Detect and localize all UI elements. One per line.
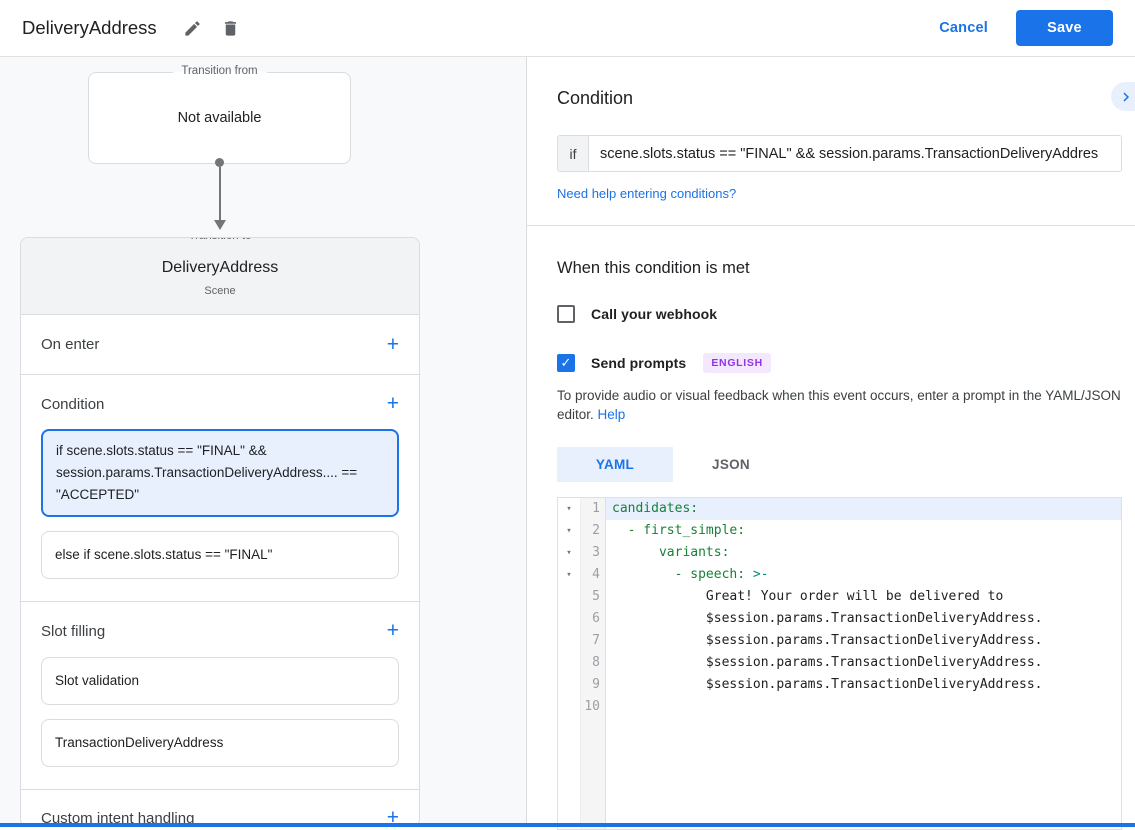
line-number: 2 [580, 520, 606, 542]
condition-section: Condition + if scene.slots.status == "FI… [21, 375, 419, 602]
code-text[interactable]: variants: [612, 545, 730, 560]
scene-name: DeliveryAddress [161, 259, 279, 276]
prompts-description: To provide audio or visual feedback when… [557, 388, 1121, 422]
bottom-scrollbar[interactable] [0, 823, 1135, 827]
code-line: 5 Great! Your order will be delivered to [558, 586, 1121, 608]
trash-icon [225, 20, 237, 36]
flow-connector-arrow [213, 158, 226, 230]
code-line: 6 $session.params.TransactionDeliveryAdd… [558, 608, 1121, 630]
transition-to-label: Transition to [179, 238, 261, 242]
custom-intent-row: Custom intent handling + [21, 790, 419, 827]
custom-intent-label: Custom intent handling [41, 809, 195, 827]
code-line: 8 $session.params.TransactionDeliveryAdd… [558, 652, 1121, 674]
code-text[interactable]: $session.params.TransactionDeliveryAddre… [612, 655, 1043, 670]
slot-card[interactable]: TransactionDeliveryAddress [41, 719, 399, 767]
transition-to-card: Transition to DeliveryAddress Scene On e… [20, 237, 420, 827]
language-badge: ENGLISH [703, 353, 771, 373]
code-line: ▾ 4 - speech: >- [558, 564, 1121, 586]
line-number: 5 [580, 586, 606, 608]
when-met-heading: When this condition is met [557, 259, 750, 277]
fold-arrow-icon[interactable]: ▾ [566, 570, 572, 580]
help-link[interactable]: Help [597, 407, 626, 422]
editor-tabs: YAML JSON [557, 447, 1122, 482]
if-prefix-label: if [558, 136, 589, 171]
condition-expression-input[interactable] [589, 136, 1121, 171]
save-button[interactable]: Save [1016, 10, 1113, 46]
line-number: 3 [580, 542, 606, 564]
code-line: 10 [558, 696, 1121, 718]
tab-json[interactable]: JSON [712, 457, 750, 472]
condition-expression-row: if [557, 135, 1122, 172]
slot-filling-section: Slot filling + Slot validation Transacti… [21, 602, 419, 790]
line-number: 10 [580, 696, 606, 718]
send-prompts-checkbox[interactable]: ✓ [557, 354, 575, 372]
code-text[interactable]: - first_simple: [612, 523, 746, 538]
line-number: 9 [580, 674, 606, 696]
add-condition-button[interactable]: + [386, 392, 399, 415]
condition-panel-title: Condition [557, 88, 634, 108]
header: DeliveryAddress Cancel Save [0, 0, 1135, 57]
editor-empty-area[interactable] [558, 718, 1121, 829]
code-text[interactable]: candidates: [606, 498, 1121, 520]
scene-card-header: DeliveryAddress Scene [21, 238, 419, 315]
connector-line [218, 167, 221, 220]
transition-from-box: Transition from Not available [88, 65, 351, 164]
code-line: ▾ 1 candidates: [558, 498, 1121, 520]
delete-scene-button[interactable] [215, 12, 247, 44]
fold-arrow-icon[interactable]: ▾ [566, 548, 572, 558]
connector-arrowhead-icon [213, 220, 226, 230]
webhook-checkbox[interactable] [557, 305, 575, 323]
condition-help-link[interactable]: Need help entering conditions? [557, 186, 737, 201]
webhook-checkbox-row[interactable]: Call your webhook [557, 305, 1122, 323]
code-line: ▾ 3 variants: [558, 542, 1121, 564]
line-number: 8 [580, 652, 606, 674]
edit-scene-button[interactable] [177, 12, 209, 44]
code-text[interactable]: Great! Your order will be delivered to [612, 589, 1004, 604]
on-enter-row: On enter + [21, 315, 419, 375]
fold-arrow-icon[interactable]: ▾ [566, 504, 572, 514]
add-on-enter-button[interactable]: + [386, 332, 399, 356]
panel-divider [527, 225, 1135, 226]
transition-from-value: Not available [177, 110, 262, 126]
condition-card[interactable]: else if scene.slots.status == "FINAL" [41, 531, 399, 579]
line-number: 7 [580, 630, 606, 652]
send-prompts-label: Send prompts [591, 355, 687, 371]
condition-section-label: Condition [41, 395, 105, 413]
webhook-label: Call your webhook [591, 306, 718, 322]
line-number: 1 [580, 498, 606, 520]
page-title: DeliveryAddress [22, 17, 157, 38]
slot-validation-card[interactable]: Slot validation [41, 657, 399, 705]
tab-yaml[interactable]: YAML [557, 447, 673, 482]
add-slot-button[interactable]: + [386, 619, 399, 642]
code-text[interactable]: $session.params.TransactionDeliveryAddre… [612, 633, 1043, 648]
connector-dot [215, 158, 224, 167]
pencil-icon [185, 20, 200, 36]
code-line: 9 $session.params.TransactionDeliveryAdd… [558, 674, 1121, 696]
code-text[interactable] [606, 696, 1121, 718]
condition-card-selected[interactable]: if scene.slots.status == "FINAL" && sess… [41, 429, 399, 517]
cancel-button[interactable]: Cancel [939, 20, 988, 36]
condition-detail-panel: Condition if Need help entering conditio… [527, 57, 1135, 830]
add-custom-intent-button[interactable]: + [386, 806, 399, 827]
check-icon: ✓ [560, 355, 572, 370]
send-prompts-checkbox-row[interactable]: ✓ Send prompts ENGLISH [557, 353, 1122, 373]
code-line: ▾ 2 - first_simple: [558, 520, 1121, 542]
code-text[interactable]: $session.params.TransactionDeliveryAddre… [612, 677, 1043, 692]
collapse-panel-button[interactable] [1111, 82, 1135, 111]
chevron-right-icon [1123, 92, 1129, 101]
code-line: 7 $session.params.TransactionDeliveryAdd… [558, 630, 1121, 652]
transition-from-label: Transition from [172, 65, 267, 77]
code-text[interactable]: - speech: >- [612, 567, 769, 582]
scene-type: Scene [204, 285, 236, 297]
code-text[interactable]: $session.params.TransactionDeliveryAddre… [612, 611, 1043, 626]
line-number: 4 [580, 564, 606, 586]
fold-arrow-icon[interactable]: ▾ [566, 526, 572, 536]
line-number: 6 [580, 608, 606, 630]
scene-flow-panel: Transition from Not available Transition… [0, 57, 527, 827]
yaml-code-editor[interactable]: ▾ 1 candidates: ▾ 2 - first_simple: ▾ 3 … [557, 497, 1122, 830]
on-enter-label: On enter [41, 336, 100, 353]
slot-filling-label: Slot filling [41, 622, 106, 640]
